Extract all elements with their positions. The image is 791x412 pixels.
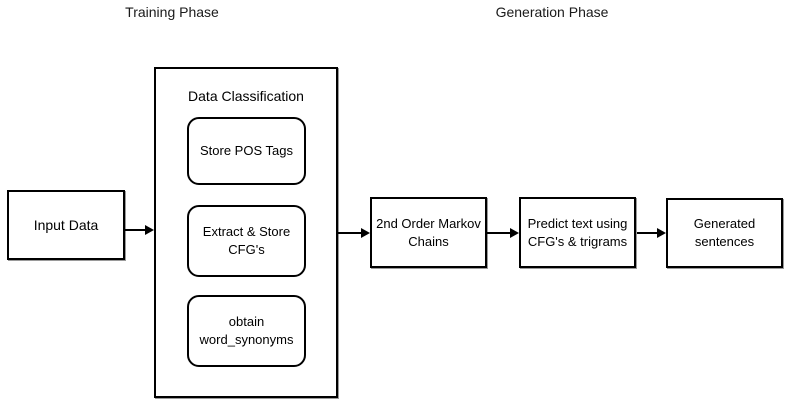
data-classification-group: Data Classification Store POS Tags Extra… — [154, 67, 338, 398]
markov-chains-label: 2nd Order Markov Chains — [376, 215, 481, 249]
arrow-classification-to-markov — [338, 228, 370, 238]
store-pos-tags-label: Store POS Tags — [200, 142, 293, 158]
generated-sentences-label: Generated sentences — [693, 216, 756, 249]
predict-text-label: Predict text using CFG's & trigrams — [527, 215, 628, 249]
training-phase-label: Training Phase — [125, 4, 219, 20]
markov-chains-node: 2nd Order Markov Chains — [370, 197, 487, 268]
input-data-node: Input Data — [7, 190, 125, 260]
arrow-predict-to-generated — [637, 228, 666, 238]
input-data-label: Input Data — [33, 216, 99, 233]
arrow-input-to-classification — [125, 225, 154, 235]
obtain-word-synonyms-label: obtain word_synonyms — [199, 313, 294, 347]
extract-store-cfgs-node: Extract & Store CFG's — [187, 205, 306, 277]
store-pos-tags-node: Store POS Tags — [187, 117, 306, 185]
predict-text-node: Predict text using CFG's & trigrams — [519, 197, 636, 268]
data-classification-title: Data Classification — [188, 88, 304, 104]
generated-sentences-node: Generated sentences — [666, 198, 783, 268]
arrow-markov-to-predict — [487, 228, 519, 238]
obtain-word-synonyms-node: obtain word_synonyms — [187, 295, 306, 367]
generation-phase-label: Generation Phase — [495, 4, 609, 20]
extract-store-cfgs-label: Extract & Store CFG's — [202, 223, 291, 257]
